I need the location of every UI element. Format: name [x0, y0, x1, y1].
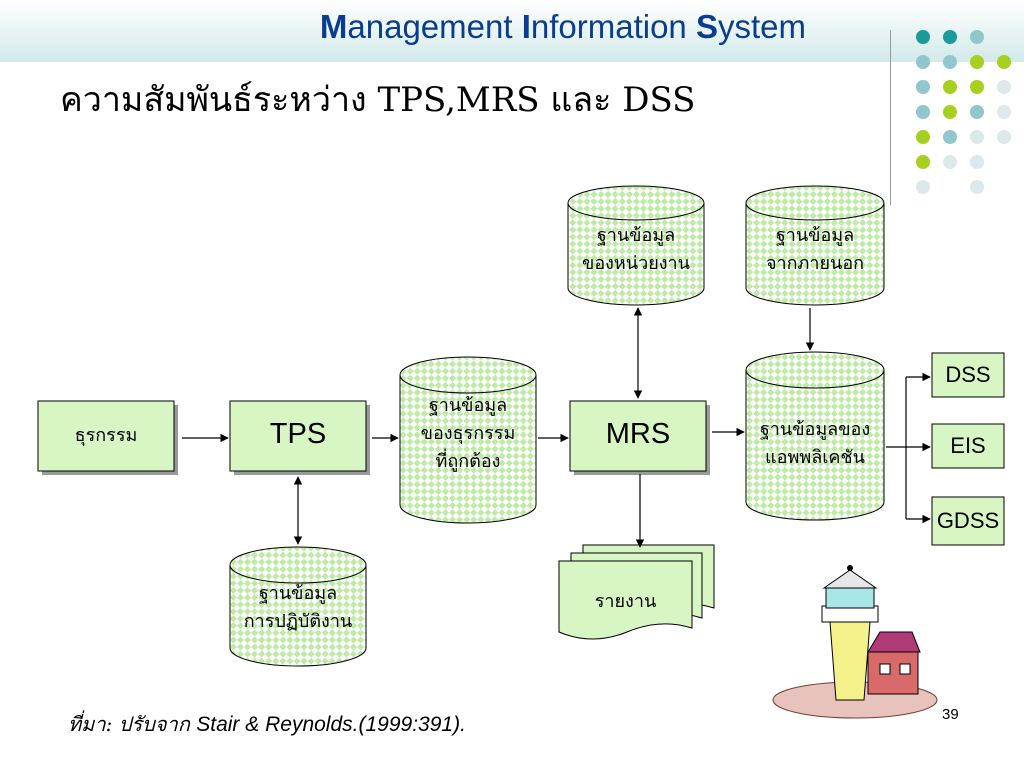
- decor-dot: [943, 130, 957, 144]
- header-word-1: anagement: [347, 8, 522, 45]
- decor-dot: [916, 80, 930, 94]
- application-db-line-2: แอพพลิเคชัน: [765, 447, 865, 468]
- valid-transactions-db-line-1: ฐานข้อมูล: [428, 395, 508, 416]
- dss-box: [931, 352, 1005, 398]
- header-initial-i: I: [521, 8, 531, 45]
- unit-db-label: ฐานข้อมูล ของหน่วยงาน: [568, 222, 704, 278]
- header-word-3: ystem: [717, 8, 806, 45]
- decor-dot: [916, 155, 930, 169]
- decor-dot: [916, 30, 930, 44]
- decor-dot: [970, 30, 984, 44]
- header-initial-s: S: [695, 8, 718, 45]
- header-band: [0, 0, 1024, 62]
- operational-db-label: ฐานข้อมูล การปฏิบัติงาน: [230, 580, 366, 636]
- application-db: [745, 351, 885, 521]
- decor-dot: [997, 130, 1011, 144]
- gdss-box: [931, 496, 1005, 546]
- unit-db: [567, 185, 705, 306]
- arrow-appdb-to-outputs: [886, 372, 931, 524]
- external-db: [745, 185, 885, 306]
- report-stack: [558, 544, 715, 640]
- valid-transactions-db-line-3: ที่ถูกต้อง: [435, 451, 501, 472]
- decor-dot: [916, 105, 930, 119]
- lighthouse-illustration: [772, 565, 938, 719]
- dss-label: DSS: [945, 362, 991, 387]
- report-label: รายงาน: [594, 591, 657, 612]
- decor-dot: [997, 105, 1011, 119]
- eis-box: [931, 423, 1005, 469]
- decor-dot: [970, 130, 984, 144]
- operational-db: [229, 546, 367, 667]
- decor-dot: [997, 80, 1011, 94]
- decor-dot: [916, 55, 930, 69]
- external-db-line-2: จากภายนอก: [765, 253, 865, 274]
- gdss-label: GDSS: [936, 508, 1000, 533]
- header-title: Management Information System: [320, 8, 806, 46]
- decor-dot: [943, 105, 957, 119]
- page-number: 39: [942, 706, 959, 723]
- header-initial-m: M: [319, 8, 348, 45]
- unit-db-line-2: ของหน่วยงาน: [582, 253, 690, 274]
- decor-dot: [943, 55, 957, 69]
- decor-dot: [997, 55, 1011, 69]
- decor-dot: [970, 180, 984, 194]
- external-db-line-1: ฐานข้อมูล: [775, 225, 855, 246]
- valid-transactions-db-label: ฐานข้อมูล ของธุรกรรม ที่ถูกต้อง: [400, 392, 536, 476]
- operational-db-line-2: การปฏิบัติงาน: [243, 611, 353, 632]
- transactions-label: ธุรกรรม: [74, 425, 138, 446]
- tps-label: TPS: [269, 417, 327, 450]
- source-note: ที่มา: ปรับจาก Stair & Reynolds.(1999:39…: [68, 708, 466, 740]
- mrs-label: MRS: [605, 417, 671, 450]
- operational-db-line-1: ฐานข้อมูล: [258, 583, 338, 604]
- application-db-label: ฐานข้อมูลของ แอพพลิเคชัน: [746, 416, 884, 472]
- decor-dot: [916, 130, 930, 144]
- decor-dot: [970, 80, 984, 94]
- application-db-line-1: ฐานข้อมูลของ: [759, 419, 871, 440]
- eis-label: EIS: [950, 433, 986, 458]
- decor-dot: [970, 105, 984, 119]
- header-word-2: nformation: [530, 8, 696, 45]
- transactions-box: [37, 400, 178, 475]
- decor-dot: [916, 180, 930, 194]
- source-prefix: ที่มา: ปรับจาก: [68, 712, 197, 736]
- decor-dot: [943, 80, 957, 94]
- mrs-box: [569, 400, 710, 475]
- decor-dot: [943, 155, 957, 169]
- decor-dot: [970, 55, 984, 69]
- external-db-label: ฐานข้อมูล จากภายนอก: [746, 222, 884, 278]
- valid-transactions-db-line-2: ของธุรกรรม: [420, 423, 516, 444]
- decor-vertical-line: [890, 30, 891, 205]
- slide-heading: ความสัมพันธ์ระหว่าง TPS,MRS และ DSS: [60, 80, 696, 120]
- valid-transactions-db: [399, 356, 537, 524]
- unit-db-line-1: ฐานข้อมูล: [596, 225, 676, 246]
- source-reference: Stair & Reynolds.(1999:391).: [196, 713, 466, 736]
- decor-dot: [943, 30, 957, 44]
- decor-dot: [970, 155, 984, 169]
- tps-box: [229, 400, 370, 475]
